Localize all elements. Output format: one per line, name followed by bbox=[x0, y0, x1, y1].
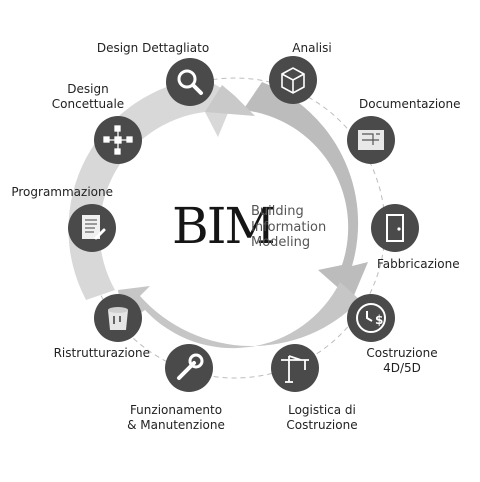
step-programmazione-icon-circle bbox=[68, 204, 116, 252]
step-logistica-icon-circle bbox=[271, 344, 319, 392]
step-analisi-icon-circle bbox=[269, 56, 317, 104]
step-label-design-concettuale: Design Concettuale bbox=[51, 82, 125, 111]
step-label-ristrutturazione: Ristrutturazione bbox=[53, 346, 150, 360]
ring-segment-produzione bbox=[118, 282, 360, 349]
document-pen-icon bbox=[82, 215, 106, 240]
ring-arrow-top bbox=[205, 85, 255, 116]
step-label-funzionamento: Funzionamento & Manutenzione bbox=[127, 403, 225, 432]
expansion-line-2: Information bbox=[251, 219, 327, 235]
step-funzionamento-icon-circle bbox=[165, 344, 213, 392]
expansion-line-1: Building bbox=[251, 204, 304, 219]
magnifier-icon bbox=[177, 69, 203, 95]
ring-segment-costruzione bbox=[243, 82, 368, 300]
step-ristrutturazione-icon-circle bbox=[94, 294, 142, 342]
blueprint-icon bbox=[358, 130, 384, 150]
step-label-costruzione-4d5d: Costruzione 4D/5D bbox=[366, 346, 438, 375]
center-expansion: Building Information Modeling bbox=[251, 204, 326, 251]
svg-text:$: $ bbox=[375, 313, 383, 327]
step-design-dettagliato-icon-circle bbox=[166, 58, 214, 106]
step-label-fabbricazione: Fabbricazione bbox=[377, 257, 460, 271]
crane-icon bbox=[281, 355, 309, 383]
step-label-design-dettagliato: Design Dettagliato bbox=[96, 41, 210, 55]
network-icon bbox=[103, 125, 133, 155]
door-icon bbox=[386, 214, 404, 242]
step-label-programmazione: Programmazione bbox=[11, 185, 113, 199]
clock-dollar-icon: $ bbox=[356, 303, 386, 333]
step-costruzione-4d5d-icon-circle: $ bbox=[347, 294, 395, 342]
center-acronym: BIM bbox=[172, 197, 276, 255]
cube-icon bbox=[281, 67, 305, 94]
paint-bucket-icon bbox=[108, 307, 128, 330]
step-label-analisi: Analisi bbox=[292, 41, 332, 55]
step-label-documentazione: Documentazione bbox=[359, 97, 461, 111]
phase-label-design: DESIGN bbox=[141, 182, 171, 233]
step-label-logistica: Logistica di Costruzione bbox=[286, 403, 358, 432]
step-design-concettuale-icon-circle bbox=[94, 116, 142, 164]
expansion-line-3: Modeling bbox=[251, 235, 311, 250]
step-documentazione-icon-circle bbox=[347, 116, 395, 164]
wrench-icon bbox=[177, 353, 204, 380]
step-fabbricazione-icon-circle bbox=[371, 204, 419, 252]
